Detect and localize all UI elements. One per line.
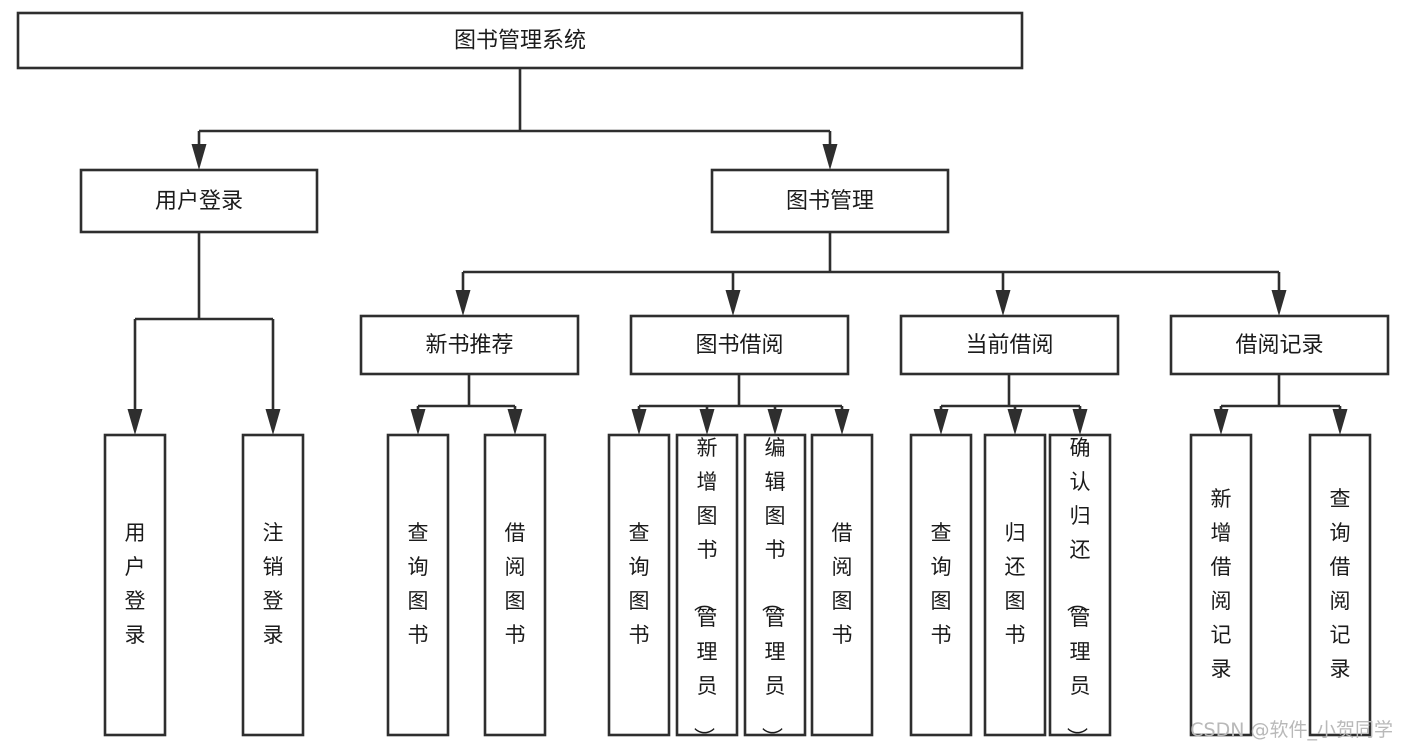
- connector-arrowhead: [1072, 409, 1088, 435]
- node-leaf-add-book[interactable]: 新增图书（管理员）: [675, 433, 739, 747]
- connector-borrow-record-to-leaves: [1213, 374, 1348, 435]
- node-label-leaf-user-login: 用户登录: [125, 521, 146, 647]
- node-box-leaf-query-book-2[interactable]: [607, 433, 671, 737]
- node-box-leaf-borrow-book-2[interactable]: [810, 433, 874, 737]
- connector-arrowhead: [1332, 409, 1348, 435]
- connector-arrowhead: [699, 409, 715, 435]
- node-box-book-manage[interactable]: [710, 168, 950, 234]
- node-leaf-user-login[interactable]: 用户登录: [103, 433, 167, 737]
- node-label-leaf-confirm-return: 确认归还（管理员）: [1065, 436, 1091, 747]
- node-leaf-query-book-3[interactable]: 查询图书: [909, 433, 973, 737]
- node-leaf-add-record[interactable]: 新增借阅记录: [1189, 433, 1253, 737]
- node-root[interactable]: 图书管理系统: [16, 11, 1024, 70]
- node-box-leaf-return-book[interactable]: [983, 433, 1047, 737]
- node-leaf-confirm-return[interactable]: 确认归还（管理员）: [1048, 433, 1112, 747]
- node-box-root[interactable]: [16, 11, 1024, 70]
- connector-arrowhead: [507, 409, 523, 435]
- connector-root-to-level1: [191, 68, 838, 170]
- connector-arrowhead: [725, 290, 741, 316]
- node-label-leaf-query-book-3: 查询图书: [931, 521, 952, 647]
- connector-layer: [127, 68, 1348, 435]
- node-label-new-book-recommend: 新书推荐: [425, 333, 513, 358]
- connector-arrowhead: [834, 409, 850, 435]
- connector-current-borrow-to-leaves: [933, 374, 1088, 435]
- node-leaf-edit-book[interactable]: 编辑图书（管理员）: [743, 433, 807, 747]
- node-box-leaf-borrow-book-1[interactable]: [483, 433, 547, 737]
- node-new-book-recommend[interactable]: 新书推荐: [359, 314, 580, 376]
- connector-arrowhead: [410, 409, 426, 435]
- node-box-leaf-confirm-return[interactable]: [1048, 433, 1112, 737]
- connector-book-borrow-to-leaves: [631, 374, 850, 435]
- node-box-leaf-user-logout[interactable]: [241, 433, 305, 737]
- node-box-user-login[interactable]: [79, 168, 319, 234]
- node-leaf-query-record[interactable]: 查询借阅记录: [1308, 433, 1372, 737]
- node-box-leaf-user-login[interactable]: [103, 433, 167, 737]
- connector-arrowhead: [1213, 409, 1229, 435]
- node-leaf-return-book[interactable]: 归还图书: [983, 433, 1047, 737]
- node-label-borrow-record: 借阅记录: [1235, 333, 1323, 358]
- node-leaf-query-book-1[interactable]: 查询图书: [386, 433, 450, 737]
- node-leaf-borrow-book-2[interactable]: 借阅图书: [810, 433, 874, 737]
- node-label-leaf-add-book: 新增图书（管理员）: [692, 436, 718, 747]
- node-label-leaf-return-book: 归还图书: [1005, 521, 1026, 647]
- node-box-leaf-query-book-1[interactable]: [386, 433, 450, 737]
- connector-user-login-to-leaves: [127, 232, 281, 435]
- connector-arrowhead: [767, 409, 783, 435]
- node-current-borrow[interactable]: 当前借阅: [899, 314, 1120, 376]
- connector-arrowhead: [822, 144, 838, 170]
- connector-arrowhead: [1007, 409, 1023, 435]
- node-label-leaf-borrow-book-1: 借阅图书: [505, 521, 526, 647]
- connector-arrowhead: [1271, 290, 1287, 316]
- node-label-leaf-query-book-2: 查询图书: [629, 521, 650, 647]
- node-box-leaf-query-record[interactable]: [1308, 433, 1372, 737]
- node-label-leaf-query-book-1: 查询图书: [408, 521, 429, 647]
- connector-arrowhead: [191, 144, 207, 170]
- node-user-login[interactable]: 用户登录: [79, 168, 319, 234]
- connector-arrowhead: [631, 409, 647, 435]
- node-label-leaf-borrow-book-2: 借阅图书: [832, 521, 853, 647]
- node-box-new-book-recommend[interactable]: [359, 314, 580, 376]
- connector-arrowhead: [933, 409, 949, 435]
- connector-arrowhead: [455, 290, 471, 316]
- node-borrow-record[interactable]: 借阅记录: [1169, 314, 1390, 376]
- node-label-root: 图书管理系统: [454, 29, 586, 54]
- node-box-current-borrow[interactable]: [899, 314, 1120, 376]
- node-box-leaf-add-record[interactable]: [1189, 433, 1253, 737]
- node-label-book-borrow: 图书借阅: [695, 333, 783, 358]
- node-label-current-borrow: 当前借阅: [965, 333, 1053, 358]
- connector-book-manage-to-level2: [455, 232, 1287, 316]
- node-layer: 图书管理系统用户登录图书管理新书推荐图书借阅当前借阅借阅记录用户登录注销登录查询…: [16, 11, 1390, 747]
- connector-arrowhead: [265, 409, 281, 435]
- node-book-manage[interactable]: 图书管理: [710, 168, 950, 234]
- connector-arrowhead: [127, 409, 143, 435]
- node-box-leaf-edit-book[interactable]: [743, 433, 807, 737]
- node-label-leaf-add-record: 新增借阅记录: [1211, 487, 1232, 681]
- node-box-book-borrow[interactable]: [629, 314, 850, 376]
- node-book-borrow[interactable]: 图书借阅: [629, 314, 850, 376]
- node-label-leaf-user-logout: 注销登录: [263, 521, 284, 647]
- node-label-leaf-edit-book: 编辑图书（管理员）: [760, 436, 786, 747]
- csdn-watermark: CSDN @软件_小贺同学: [1190, 719, 1393, 741]
- node-label-book-manage: 图书管理: [786, 189, 874, 214]
- node-leaf-borrow-book-1[interactable]: 借阅图书: [483, 433, 547, 737]
- node-leaf-user-logout[interactable]: 注销登录: [241, 433, 305, 737]
- node-label-leaf-query-record: 查询借阅记录: [1330, 487, 1351, 681]
- connector-new-book-recommend-to-leaves: [410, 374, 523, 435]
- node-leaf-query-book-2[interactable]: 查询图书: [607, 433, 671, 737]
- connector-arrowhead: [995, 290, 1011, 316]
- node-label-user-login: 用户登录: [155, 189, 243, 214]
- node-box-leaf-query-book-3[interactable]: [909, 433, 973, 737]
- node-box-borrow-record[interactable]: [1169, 314, 1390, 376]
- node-box-leaf-add-book[interactable]: [675, 433, 739, 737]
